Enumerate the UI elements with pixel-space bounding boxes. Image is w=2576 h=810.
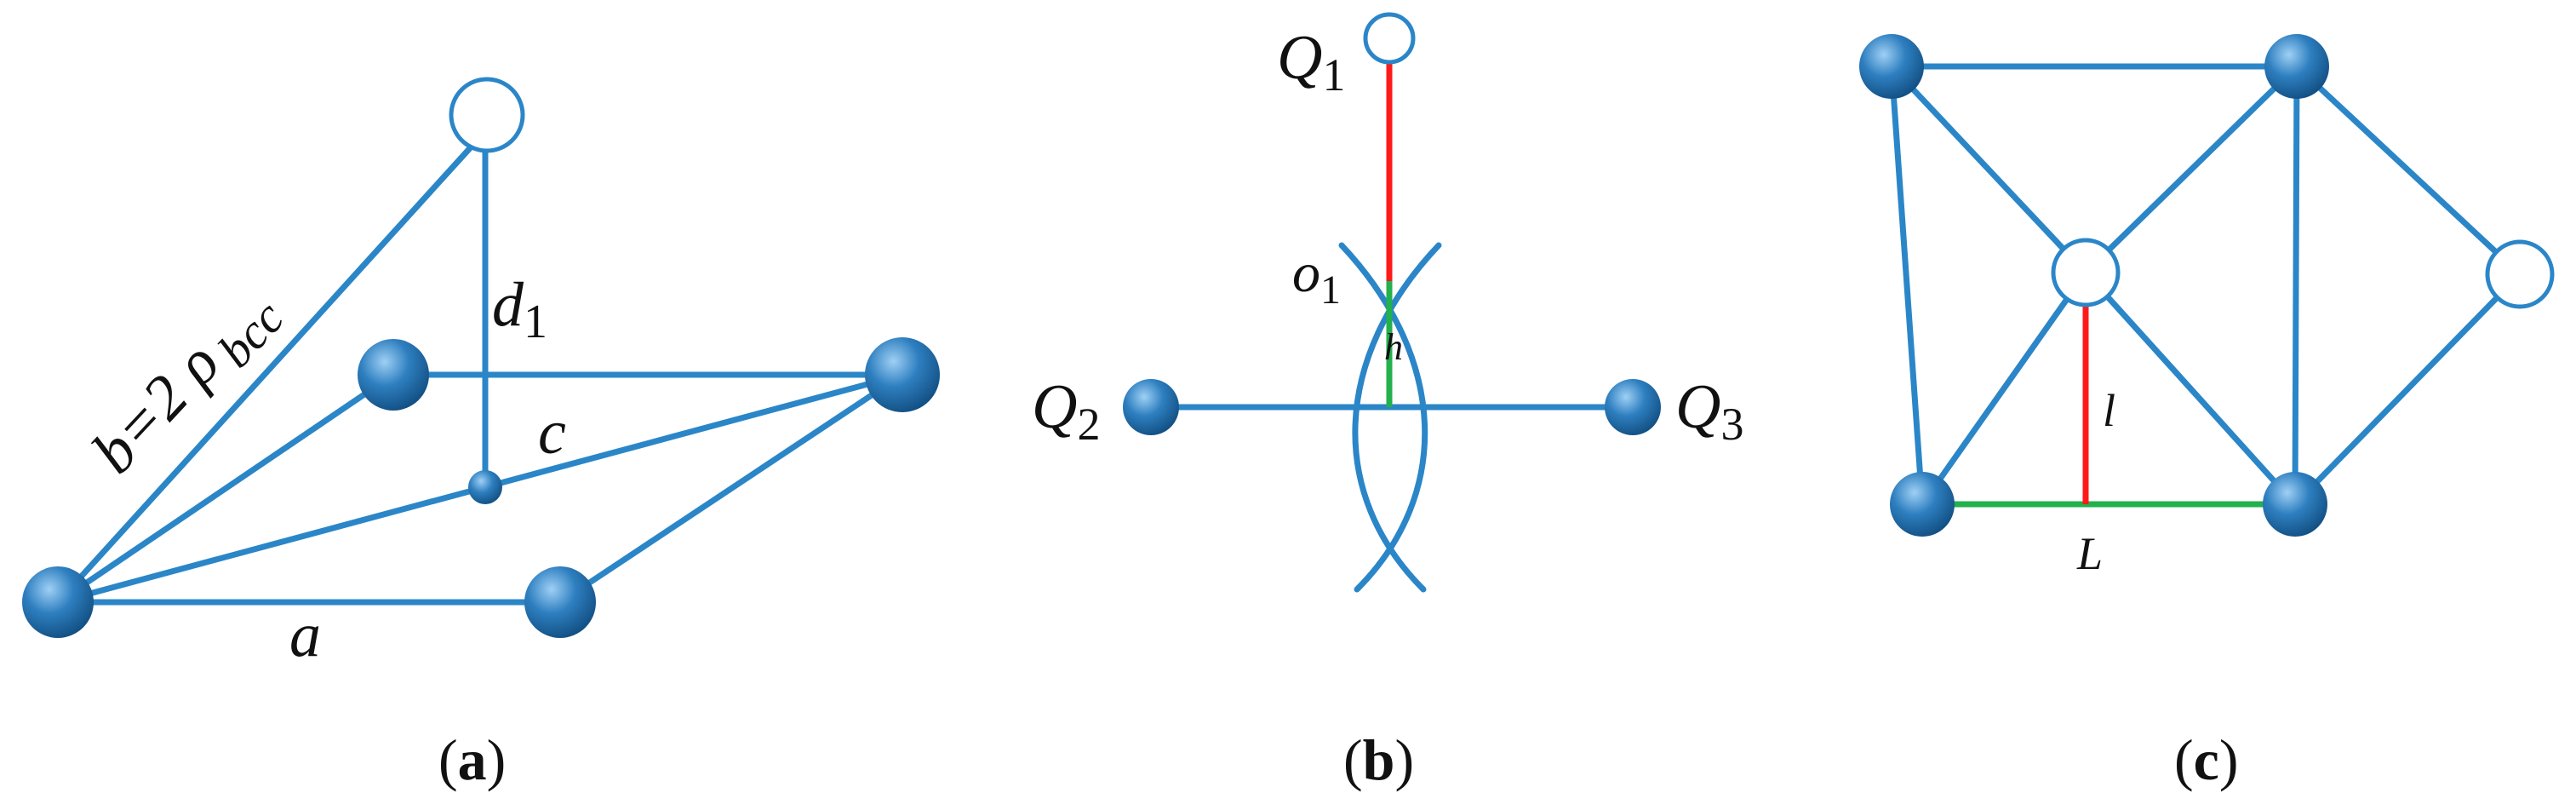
edge-a-bottomright-to-right	[557, 371, 906, 606]
label-l: l	[2103, 385, 2115, 436]
atom-b-q2	[1123, 379, 1179, 435]
label-q1: Q1	[1277, 23, 1345, 101]
edge-c-tr-center	[2082, 63, 2300, 276]
label-a: a	[289, 600, 321, 670]
atom-c-bottom-left	[1890, 472, 1955, 537]
label-q3: Q3	[1675, 372, 1743, 450]
edge-c-br-center	[2082, 269, 2298, 508]
edge-c-bl-center	[1919, 269, 2089, 508]
atom-a-bottom-right	[524, 566, 596, 638]
edge-a-b-to-vacancy	[54, 135, 482, 606]
label-o1: o1	[1292, 242, 1341, 313]
edge-a-left-to-topleft	[54, 371, 397, 606]
caption-c: (c)	[2174, 727, 2239, 792]
atom-a-top-left	[358, 339, 429, 411]
panel-a: b=2 ρbcc d1 c a (a)	[22, 77, 940, 792]
panel-c: l L (c)	[1859, 34, 2555, 792]
label-h: h	[1384, 326, 1403, 368]
label-q2: Q2	[1032, 372, 1100, 450]
label-L: L	[2076, 528, 2103, 579]
panel-b: Q1 Q2 Q3 o1 h (b)	[1032, 12, 1743, 792]
caption-b: (b)	[1343, 727, 1414, 792]
atom-b-q3	[1605, 379, 1661, 435]
atom-a-top-right	[865, 337, 940, 412]
edge-c-br-to-vacancy	[2292, 271, 2523, 508]
edge-c-tr-to-vacancy	[2293, 63, 2523, 278]
vacancy-c-right	[2485, 239, 2555, 309]
atom-c-top-right	[2264, 34, 2329, 99]
vacancy-c-center	[2051, 238, 2121, 307]
vacancy-a-top	[449, 77, 525, 153]
atom-c-bottom-right	[2263, 472, 2327, 537]
vacancy-b-q1	[1363, 12, 1416, 65]
label-c: c	[538, 398, 566, 468]
edge-c-right-vertical	[2292, 63, 2300, 508]
edge-c-left	[1888, 63, 1926, 508]
edge-c-tl-center	[1888, 63, 2089, 276]
atom-c-top-left	[1859, 34, 1924, 99]
atom-a-center-small	[468, 470, 502, 504]
caption-a: (a)	[438, 727, 506, 792]
label-d1: d1	[492, 270, 547, 348]
atom-a-bottom-left	[22, 566, 94, 638]
arc-b-right	[1338, 242, 1428, 593]
